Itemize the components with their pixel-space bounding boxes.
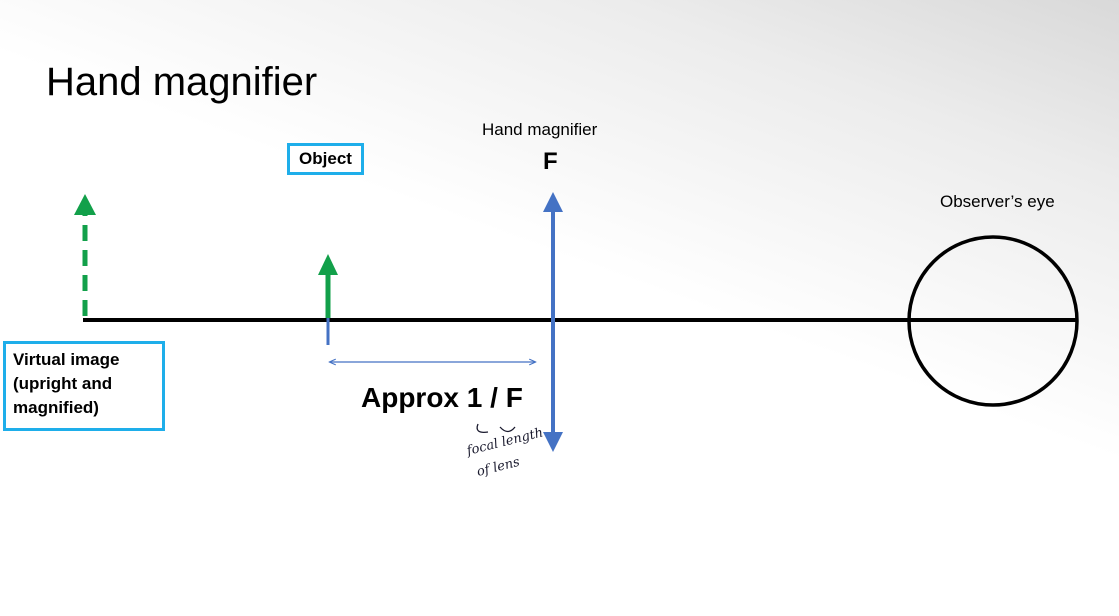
- observer-eye-circle: [907, 235, 1079, 407]
- distance-label: Approx 1 / F: [361, 382, 523, 413]
- focal-point-label: F: [543, 148, 558, 175]
- virtual-image-label-box: Virtual image (upright and magnified): [3, 341, 165, 431]
- object-arrow: [318, 254, 338, 345]
- observer-eye-label: Observer’s eye: [940, 192, 1055, 211]
- object-label-box: Object: [287, 143, 364, 175]
- handwritten-note-line-2: of lens: [475, 455, 521, 480]
- virtual-image-arrow: [74, 194, 96, 316]
- slide-title: Hand magnifier: [46, 60, 318, 104]
- handwritten-annotation: focal length of lens: [464, 423, 545, 480]
- lens-caption: Hand magnifier: [482, 120, 598, 139]
